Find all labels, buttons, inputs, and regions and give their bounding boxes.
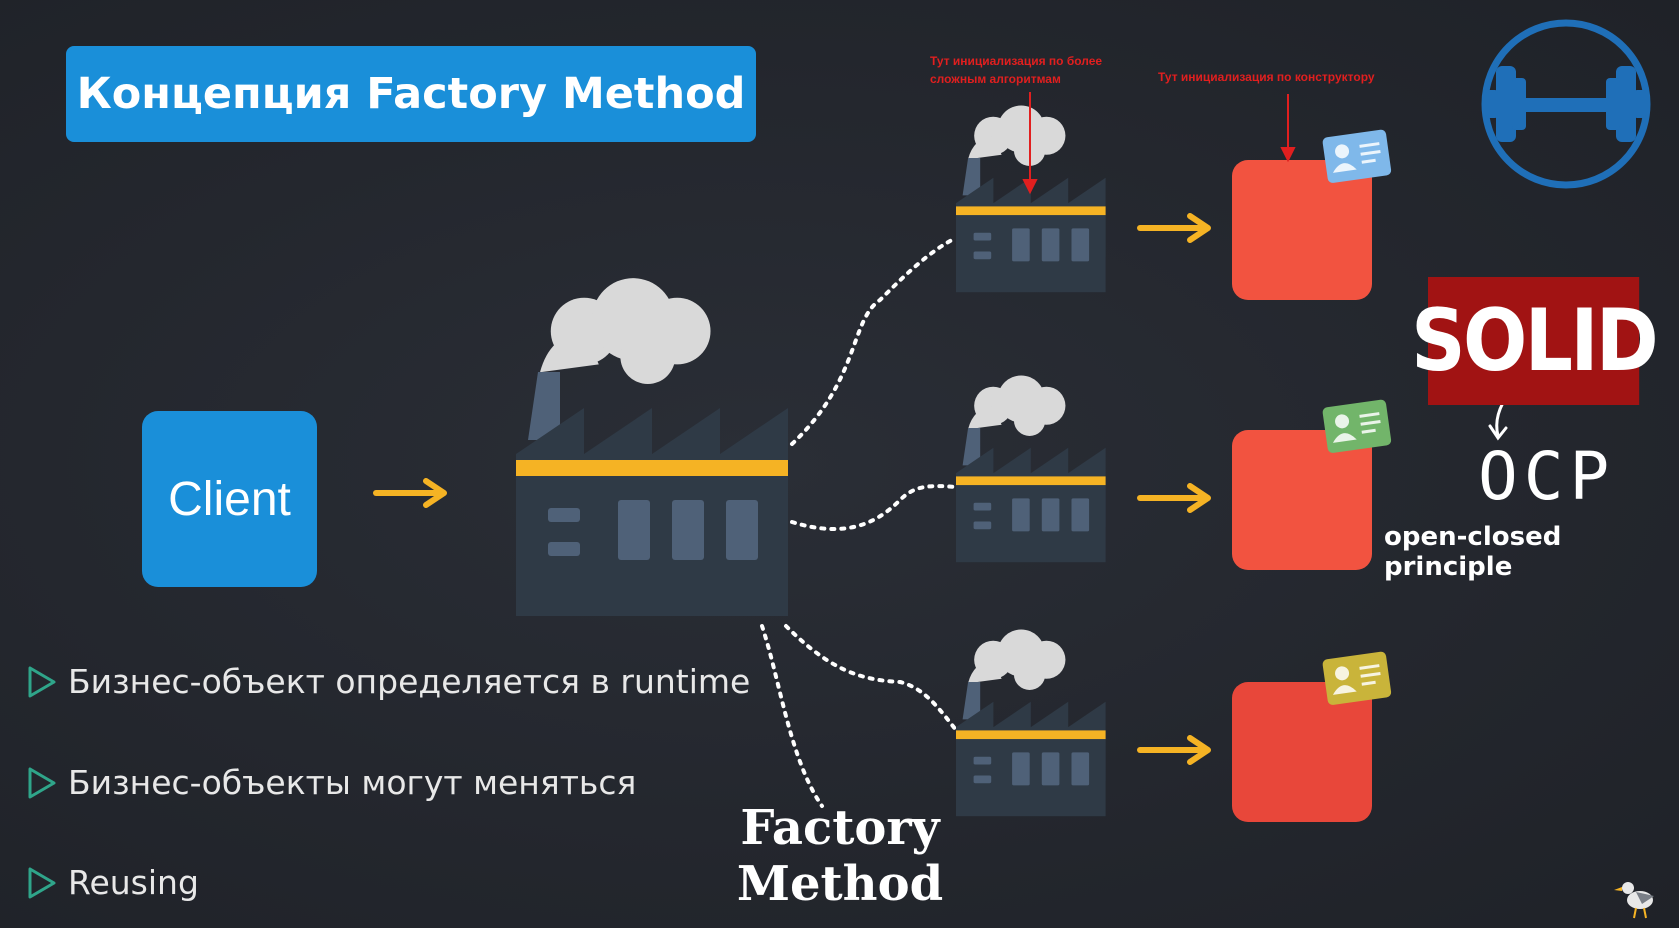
factory-bottom-icon [956, 629, 1106, 817]
bullet-text-1: Бизнес-объект определяется в runtime [68, 662, 751, 701]
bullet-text-2: Бизнес-объекты могут меняться [68, 763, 637, 802]
product-bottom [1232, 682, 1372, 822]
id-card-green-icon [1322, 399, 1392, 454]
arrow-middle-icon [1140, 486, 1208, 510]
bullet-triangle-icon [28, 666, 56, 899]
main-factory-icon [516, 278, 788, 616]
bullet-item-1: Бизнес-объект определяется в runtime [68, 662, 750, 701]
dumbbell-icon [1481, 19, 1651, 189]
client-to-factory-arrow-icon [376, 481, 444, 505]
bullet-text-3: Reusing [68, 863, 199, 902]
bullet-item-2: Бизнес-объекты могут меняться [68, 763, 636, 802]
factory-method-line-1: Factory [740, 800, 940, 856]
seagull-icon [1614, 882, 1654, 919]
slide-title: Концепция Factory Method [66, 46, 756, 142]
id-card-blue-icon [1322, 129, 1392, 184]
note-arrow-constructor-icon [1280, 94, 1296, 163]
arrow-top-icon [1140, 216, 1208, 240]
note-constructor-init: Тут инициализация по конструктору [1158, 70, 1375, 84]
client-box: Client [142, 411, 317, 587]
dotted-connectors [760, 236, 958, 808]
product-middle [1232, 430, 1372, 570]
bullet-item-3: Reusing [68, 863, 199, 902]
id-card-yellow-icon [1322, 651, 1392, 706]
factory-method-line-2: Method [736, 856, 944, 912]
ocp-full-label: open-closed principle [1384, 522, 1562, 582]
factory-middle-icon [956, 375, 1106, 563]
product-top [1232, 160, 1372, 300]
note-arrow-complex-icon [1022, 92, 1038, 195]
solid-badge: SOLID [1411, 277, 1659, 405]
factory-method-label: Factory Method [730, 800, 950, 912]
ocp-label: OCP [1478, 438, 1616, 515]
arrow-bottom-icon [1140, 738, 1208, 762]
note-complex-init: Тут инициализация по более сложным алгор… [930, 54, 1103, 86]
